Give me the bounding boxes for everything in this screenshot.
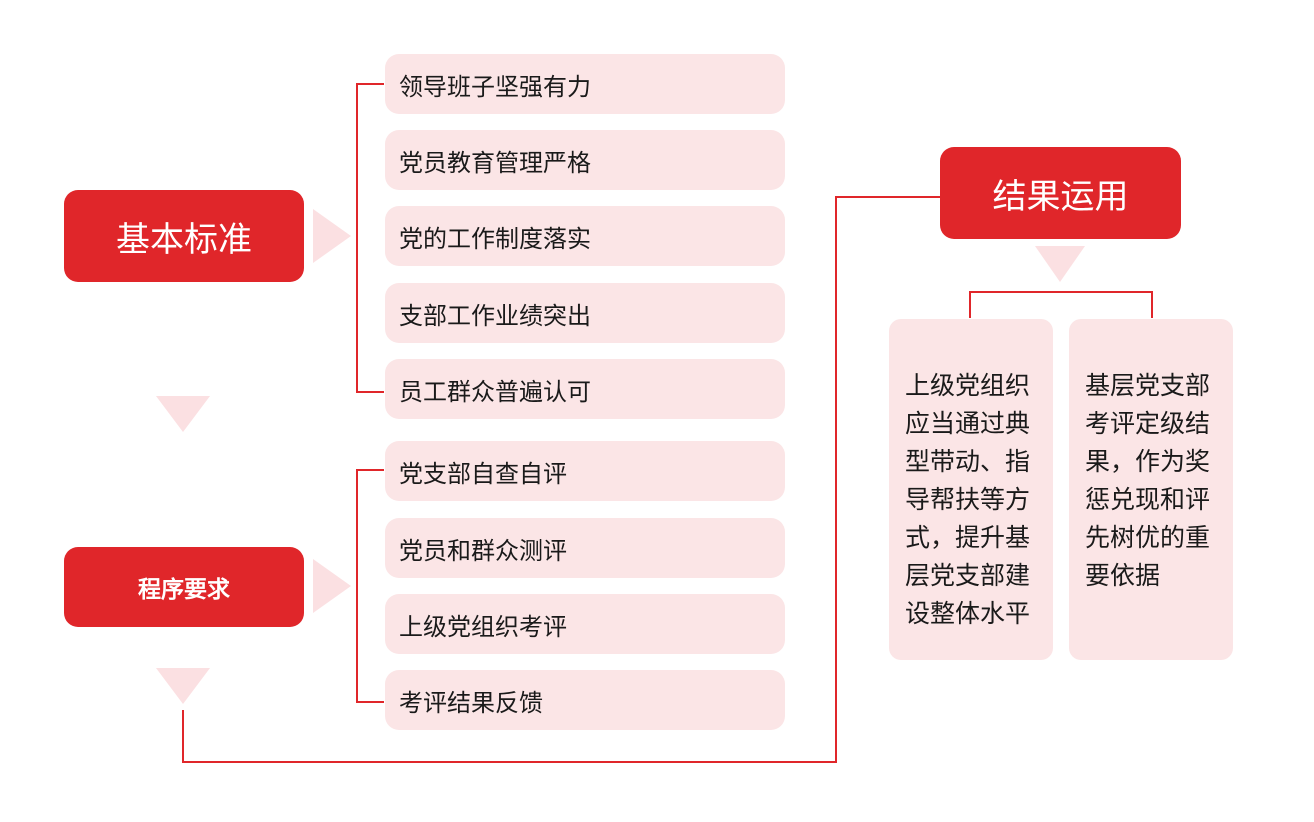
arrow-right-icon bbox=[313, 209, 351, 263]
connector-split bbox=[969, 291, 1153, 318]
standard-item: 员工群众普遍认可 bbox=[385, 359, 785, 419]
arrow-right-icon bbox=[313, 559, 351, 613]
bracket-basic-standards bbox=[356, 83, 384, 393]
application-box: 结果运用 bbox=[940, 147, 1181, 239]
standard-item: 支部工作业绩突出 bbox=[385, 283, 785, 343]
result-card-superior-guidance: 上级党组织应当通过典型带动、指导帮扶等方式，提升基层党支部建设整体水平 bbox=[889, 319, 1053, 660]
procedure-item: 党员和群众测评 bbox=[385, 518, 785, 578]
basic-standards-box: 基本标准 bbox=[64, 190, 304, 282]
standard-item: 党的工作制度落实 bbox=[385, 206, 785, 266]
application-title: 结果运用 bbox=[992, 176, 1129, 217]
arrow-down-icon bbox=[156, 668, 210, 704]
arrow-down-icon bbox=[156, 396, 210, 432]
procedure-title: 程序要求 bbox=[138, 577, 230, 603]
procedure-item: 考评结果反馈 bbox=[385, 670, 785, 730]
bracket-procedure bbox=[356, 469, 384, 703]
connector-to-result bbox=[182, 196, 940, 763]
procedure-box: 程序要求 bbox=[64, 547, 304, 627]
standard-item: 党员教育管理严格 bbox=[385, 130, 785, 190]
procedure-item: 党支部自查自评 bbox=[385, 441, 785, 501]
standard-item: 领导班子坚强有力 bbox=[385, 54, 785, 114]
procedure-item: 上级党组织考评 bbox=[385, 594, 785, 654]
result-card-grading-basis: 基层党支部考评定级结果，作为奖惩兑现和评先树优的重要依据 bbox=[1069, 319, 1233, 660]
arrow-down-icon bbox=[1035, 246, 1085, 282]
basic-standards-title: 基本标准 bbox=[116, 219, 252, 260]
